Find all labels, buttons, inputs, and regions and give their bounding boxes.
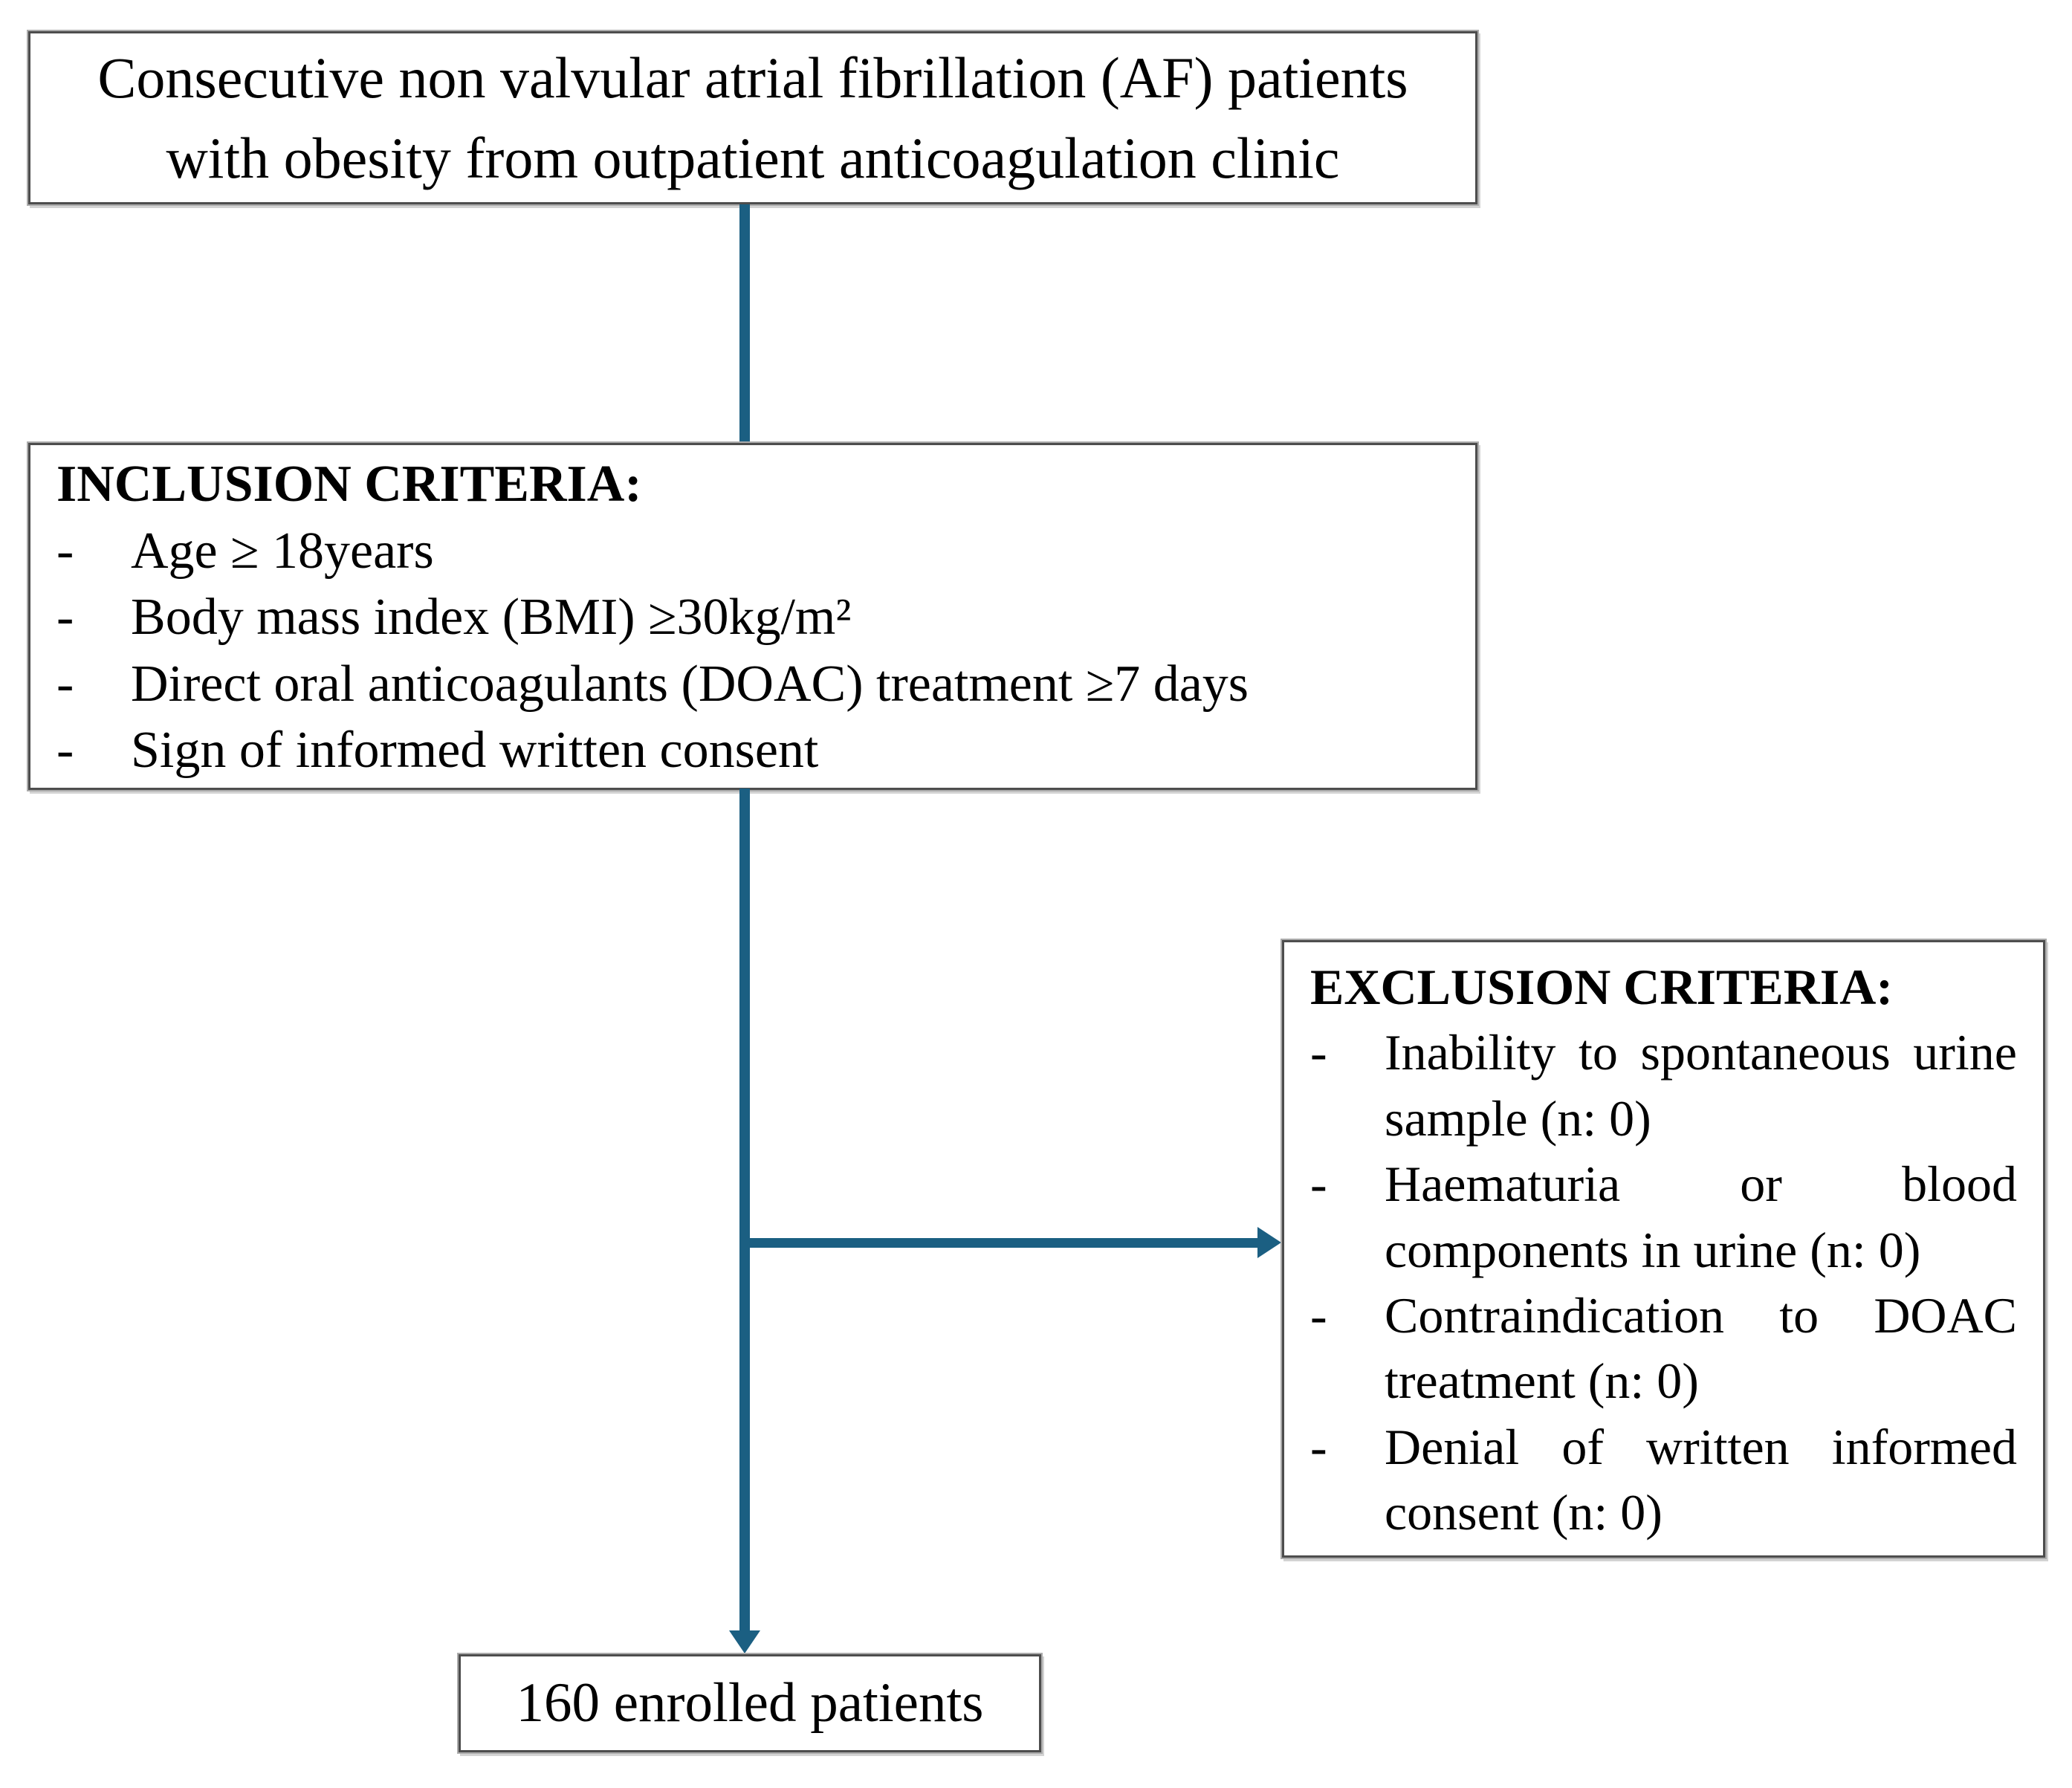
inclusion-criteria-box: INCLUSION CRITERIA: - Age ≥ 18years - Bo… xyxy=(28,443,1477,790)
exclusion-criteria-box: EXCLUSION CRITERIA: - Inability to spont… xyxy=(1282,940,2045,1558)
exclusion-item: - Inability to spontaneous urine sample … xyxy=(1310,1020,2017,1151)
inclusion-item-text: Age ≥ 18years xyxy=(131,522,434,580)
exclusion-item: - Denial of written informed consent (n:… xyxy=(1310,1414,2017,1546)
list-dash-marker: - xyxy=(56,522,74,580)
list-dash-marker: - xyxy=(1310,1418,1327,1475)
exclusion-item-line: sample (n: 0) xyxy=(1385,1089,1651,1147)
down-arrowhead-icon xyxy=(729,1630,760,1653)
exclusion-item-line: Inability to spontaneous urine xyxy=(1385,1024,2017,1081)
exclusion-item-text: Denial of written informed consent (n: 0… xyxy=(1385,1414,2017,1546)
inclusion-item: - Age ≥ 18years xyxy=(56,518,1449,585)
exclusion-item-line: components in urine (n: 0) xyxy=(1385,1221,1921,1278)
exclusion-item-line: treatment (n: 0) xyxy=(1385,1353,1699,1410)
connector-top-to-inclusion xyxy=(739,204,750,445)
inclusion-item: - Body mass index (BMI) ≥30kg/m² xyxy=(56,584,1449,651)
list-dash-marker: - xyxy=(56,722,74,780)
source-population-line: Consecutive non valvular atrial fibrilla… xyxy=(97,45,1408,110)
inclusion-item-text: Body mass index (BMI) ≥30kg/m² xyxy=(131,589,852,647)
source-population-box: Consecutive non valvular atrial fibrilla… xyxy=(28,31,1477,204)
enrolled-patients-label: 160 enrolled patients xyxy=(516,1672,984,1734)
list-dash-marker: - xyxy=(56,589,74,647)
source-population-line: with obesity from outpatient anticoagula… xyxy=(166,125,1340,190)
exclusion-item-line: Haematuria or blood xyxy=(1385,1156,2017,1213)
list-dash-marker: - xyxy=(56,655,74,713)
inclusion-item: - Sign of informed written consent xyxy=(56,717,1449,784)
right-arrowhead-icon xyxy=(1257,1227,1281,1258)
inclusion-title: INCLUSION CRITERIA: xyxy=(56,456,642,513)
exclusion-item-text: Haematuria or blood components in urine … xyxy=(1385,1151,2017,1283)
exclusion-item: - Haematuria or blood components in urin… xyxy=(1310,1151,2017,1283)
exclusion-item-line: consent (n: 0) xyxy=(1385,1484,1663,1541)
exclusion-item-line: Contraindication to DOAC xyxy=(1385,1286,2017,1344)
list-dash-marker: - xyxy=(1310,1024,1327,1081)
exclusion-item-text: Inability to spontaneous urine sample (n… xyxy=(1385,1020,2017,1151)
connector-branch-to-exclusion xyxy=(745,1238,1259,1248)
list-dash-marker: - xyxy=(1310,1156,1327,1213)
exclusion-title: EXCLUSION CRITERIA: xyxy=(1310,959,1894,1015)
inclusion-item-text: Sign of informed written consent xyxy=(131,722,819,780)
inclusion-item: - Direct oral anticoagulants (DOAC) trea… xyxy=(56,651,1449,718)
enrolled-patients-box: 160 enrolled patients xyxy=(459,1654,1041,1752)
connector-inclusion-to-result xyxy=(739,788,750,1631)
list-dash-marker: - xyxy=(1310,1286,1327,1344)
exclusion-item-text: Contraindication to DOAC treatment (n: 0… xyxy=(1385,1283,2017,1414)
exclusion-item: - Contraindication to DOAC treatment (n:… xyxy=(1310,1283,2017,1414)
exclusion-item-line: Denial of written informed xyxy=(1385,1418,2017,1475)
inclusion-item-text: Direct oral anticoagulants (DOAC) treatm… xyxy=(131,655,1249,713)
